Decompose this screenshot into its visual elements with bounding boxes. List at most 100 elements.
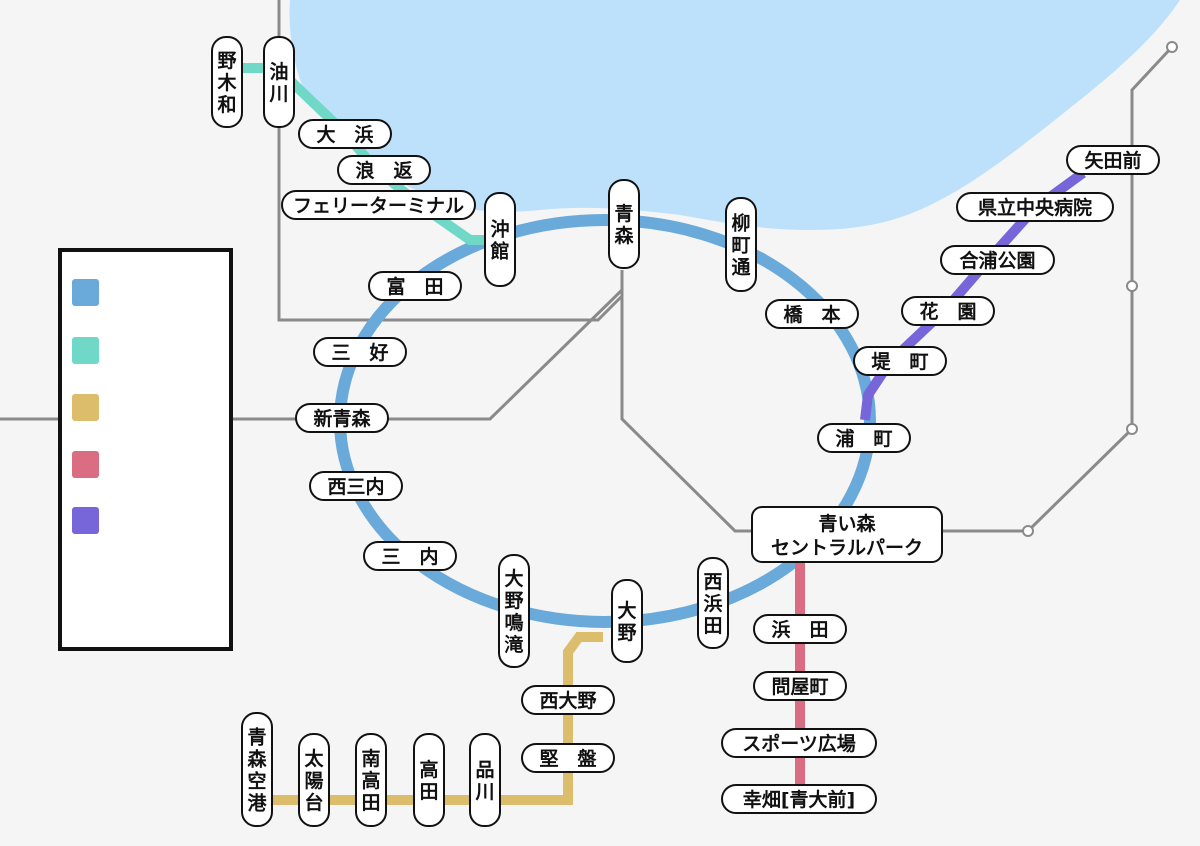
station-takada[interactable]: 高田: [413, 733, 445, 827]
station-kenritsu-chuo-byoin[interactable]: 県立中央病院: [956, 192, 1114, 222]
station-kataiwa[interactable]: 堅 盤: [521, 743, 615, 773]
station-nishi-sannai[interactable]: 西三内: [309, 471, 403, 501]
station-box: [765, 299, 859, 329]
jr-node: [1126, 423, 1138, 435]
station-box: [817, 423, 911, 453]
station-box: [721, 728, 877, 758]
station-box: [956, 192, 1114, 222]
station-name: 太陽台: [304, 747, 324, 814]
station-minami-takada[interactable]: 南高田: [355, 733, 387, 827]
station-taiyodai[interactable]: 太陽台: [298, 733, 330, 827]
station-nishi-ono[interactable]: 西大野: [521, 685, 615, 715]
legend: [58, 248, 233, 651]
station-hashimoto[interactable]: 橋 本: [765, 299, 859, 329]
station-name: 浪 返: [355, 159, 412, 182]
legend-frame: [58, 248, 233, 651]
station-ono-narutaki[interactable]: 大野鳴滝: [498, 554, 530, 668]
station-tomita[interactable]: 富 田: [368, 271, 462, 301]
station-box: [313, 337, 407, 367]
station-yadamae[interactable]: 矢田前: [1066, 145, 1160, 175]
station-name: 青森空港: [247, 727, 267, 815]
station-name: 新青森: [313, 407, 371, 430]
station-box: [901, 296, 995, 326]
station-sannai[interactable]: 三 内: [363, 541, 457, 571]
legend-swatch-teal: [72, 337, 99, 364]
jr-tracks: [0, 0, 1178, 537]
station-name: 大野: [617, 599, 636, 644]
station-box: [298, 119, 392, 149]
station-name: 大 浜: [316, 123, 373, 146]
station-name: 大野鳴滝: [504, 567, 523, 656]
station-box: [337, 155, 431, 185]
station-box: [751, 506, 943, 563]
station-yanagimachi-dori[interactable]: 柳町通: [725, 197, 757, 292]
station-okidate[interactable]: 沖館: [484, 192, 516, 287]
station-name: 問屋町: [771, 676, 828, 698]
station-name: 沖館: [490, 218, 509, 263]
station-name: 堅 盤: [539, 747, 597, 770]
station-box: [940, 245, 1055, 275]
station-box: [295, 403, 389, 433]
station-box: [211, 36, 243, 128]
station-sports-hiroba[interactable]: スポーツ広場: [721, 728, 877, 758]
station-name: 浜 田: [771, 619, 828, 641]
station-name: 高田: [419, 758, 438, 803]
station-uramachi[interactable]: 浦 町: [817, 423, 911, 453]
station-ohama[interactable]: 大 浜: [298, 119, 392, 149]
station-name: フェリーターミナル: [293, 195, 464, 217]
station-box: [355, 733, 387, 827]
station-name: 花 園: [919, 300, 976, 323]
station-nogiwa[interactable]: 野木和: [211, 36, 243, 128]
station-box: [725, 197, 757, 292]
station-kobata[interactable]: 幸畑[青大前]: [721, 784, 877, 814]
station-box: [281, 190, 476, 220]
station-box: [263, 36, 295, 128]
station-goura-koen[interactable]: 合浦公園: [940, 245, 1055, 275]
legend-swatch-loop: [72, 279, 99, 306]
station-miyoshi[interactable]: 三 好: [313, 337, 407, 367]
station-ferry-terminal[interactable]: フェリーターミナル: [281, 190, 476, 220]
station-name: 品川: [474, 759, 494, 803]
station-toiyamachi[interactable]: 問屋町: [753, 671, 847, 701]
station-box: [298, 733, 330, 827]
station-aomori[interactable]: 青森: [608, 179, 640, 269]
station-nishi-hamada[interactable]: 西浜田: [697, 557, 729, 649]
station-aburakawa[interactable]: 油川: [263, 36, 295, 128]
legend-swatch-purple: [72, 507, 99, 534]
station-box: [484, 192, 516, 287]
station-name: 柳町通: [731, 212, 751, 279]
jr-node: [1126, 280, 1138, 292]
station-box: [363, 541, 457, 571]
station-box: [853, 346, 947, 376]
station-shin-aomori[interactable]: 新青森: [295, 403, 389, 433]
station-namikaeshi[interactable]: 浪 返: [337, 155, 431, 185]
legend-swatch-gold: [72, 394, 99, 421]
station-name: 野木和: [216, 50, 237, 116]
station-name: 橋 本: [783, 303, 840, 326]
station-central-park[interactable]: 青い森セントラルパーク: [751, 506, 943, 563]
station-ono[interactable]: 大野: [611, 579, 643, 663]
jr-node: [1022, 525, 1034, 537]
station-box: [1066, 145, 1160, 175]
station-box: [753, 671, 847, 701]
sea-area: [289, 0, 1180, 230]
station-aomori-airport[interactable]: 青森空港: [241, 712, 273, 827]
station-box: [521, 685, 615, 715]
station-box: [753, 614, 847, 644]
station-hanazono[interactable]: 花 園: [901, 296, 995, 326]
station-box: [469, 733, 501, 827]
station-name: 油川: [268, 61, 288, 105]
station-shinagawa[interactable]: 品川: [469, 733, 501, 827]
station-box: [608, 179, 640, 269]
station-name: 西三内: [327, 475, 384, 498]
jr-node: [1166, 41, 1178, 53]
gold-line: [258, 632, 603, 805]
station-tsutsumimachi[interactable]: 堤 町: [853, 346, 947, 376]
station-box: [697, 557, 729, 649]
station-box: [368, 271, 462, 301]
station-hamada[interactable]: 浜 田: [753, 614, 847, 644]
station-name: スポーツ広場: [742, 732, 856, 755]
station-name: 合浦公園: [959, 249, 1035, 272]
